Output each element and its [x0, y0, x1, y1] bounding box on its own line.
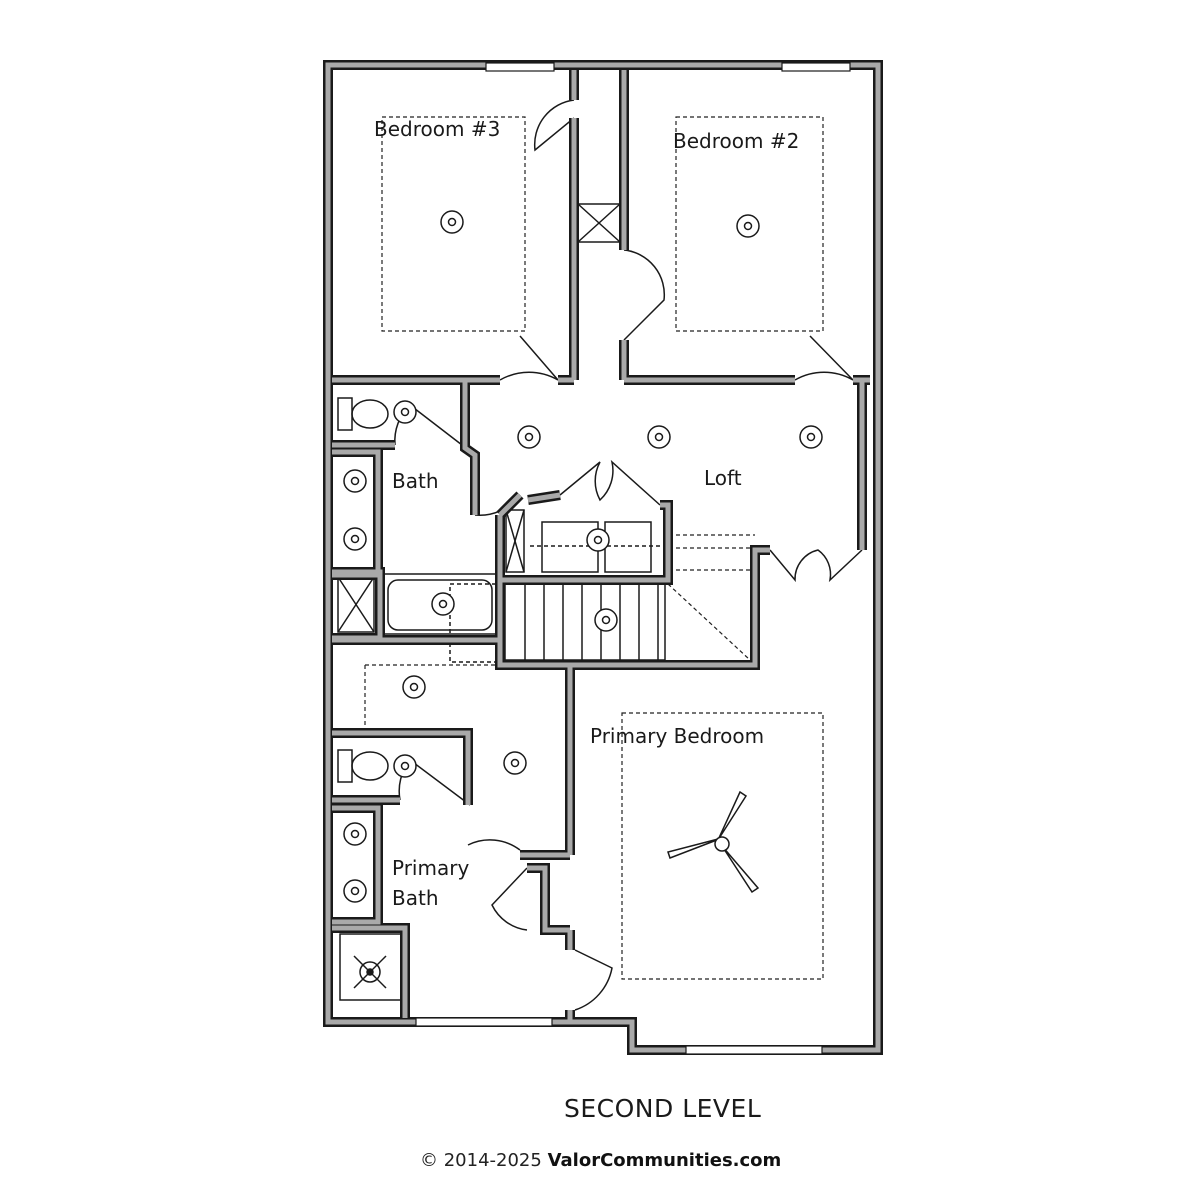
ceiling-light-icon — [594, 608, 618, 632]
ceiling-light-icon — [343, 879, 367, 903]
level-title: SECOND LEVEL — [564, 1094, 762, 1123]
ceiling-light-icon — [736, 214, 760, 238]
ceiling-fan-icon — [667, 790, 760, 894]
ceiling-light-icon — [440, 210, 464, 234]
ceiling-light-center — [593, 535, 603, 545]
copyright-text: © 2014-2025 — [420, 1150, 542, 1171]
fixtures — [337, 99, 863, 1011]
ceiling-outlines — [364, 116, 824, 980]
room-label-bath: Bath — [392, 469, 439, 493]
ceiling-light-center — [806, 432, 816, 442]
wall-segment — [527, 492, 561, 503]
ceiling-light-center — [601, 615, 611, 625]
ceiling-light-icon — [393, 754, 417, 778]
wall-segment — [325, 62, 881, 1053]
ceiling-light-icon — [517, 425, 541, 449]
ceiling-light-icon — [343, 527, 367, 551]
wall-segment — [332, 449, 381, 578]
wall-segment — [332, 925, 408, 1018]
ceiling-light-center — [350, 534, 360, 544]
wall-segment — [495, 515, 770, 670]
ceiling-light-center — [524, 432, 534, 442]
ceiling-light-center — [400, 407, 410, 417]
brand-link[interactable]: ValorCommunities.com — [547, 1150, 782, 1171]
ceiling-light-center — [350, 886, 360, 896]
ceiling-light-icon — [586, 528, 610, 552]
ceiling-light-icon — [402, 675, 426, 699]
ceiling-light-center — [438, 599, 448, 609]
ceiling-light-icon — [343, 822, 367, 846]
wall-segment — [332, 805, 381, 925]
wall-segment — [497, 515, 770, 668]
ceiling-light-center — [654, 432, 664, 442]
ceiling-light-icon — [343, 469, 367, 493]
ceiling-light-center — [409, 682, 419, 692]
room-label-primary-bath-line1: Primary — [392, 856, 470, 880]
ceiling-light-center — [350, 829, 360, 839]
ceiling-light-icon — [431, 592, 455, 616]
room-label-bedroom3: Bedroom #3 — [374, 117, 501, 141]
wall-segment — [498, 493, 522, 517]
ceiling-lights — [343, 210, 823, 903]
ceiling-light-icon — [799, 425, 823, 449]
room-label-bedroom2: Bedroom #2 — [673, 129, 800, 153]
ceiling-light-icon — [647, 425, 671, 449]
ceiling-light-center — [743, 221, 753, 231]
ceiling-light-center — [510, 758, 520, 768]
wall-segment — [462, 382, 478, 515]
room-label-primary-bedroom: Primary Bedroom — [590, 724, 765, 748]
wall-segment — [527, 863, 570, 935]
wall-segment — [332, 730, 471, 805]
wall-segment — [500, 502, 671, 583]
wall-segment — [527, 865, 570, 933]
ceiling-light-icon — [393, 400, 417, 424]
windows — [415, 62, 851, 1055]
wall-segment — [500, 500, 673, 585]
ceiling-light-icon — [503, 751, 527, 775]
ceiling-light-center — [400, 761, 410, 771]
copyright-line: © 2014-2025 ValorCommunities.com — [420, 1150, 781, 1171]
ceiling-light-center — [447, 217, 457, 227]
ceiling-light-center — [350, 476, 360, 486]
room-label-primary-bath-line2: Bath — [392, 886, 439, 910]
room-label-loft: Loft — [704, 466, 742, 490]
